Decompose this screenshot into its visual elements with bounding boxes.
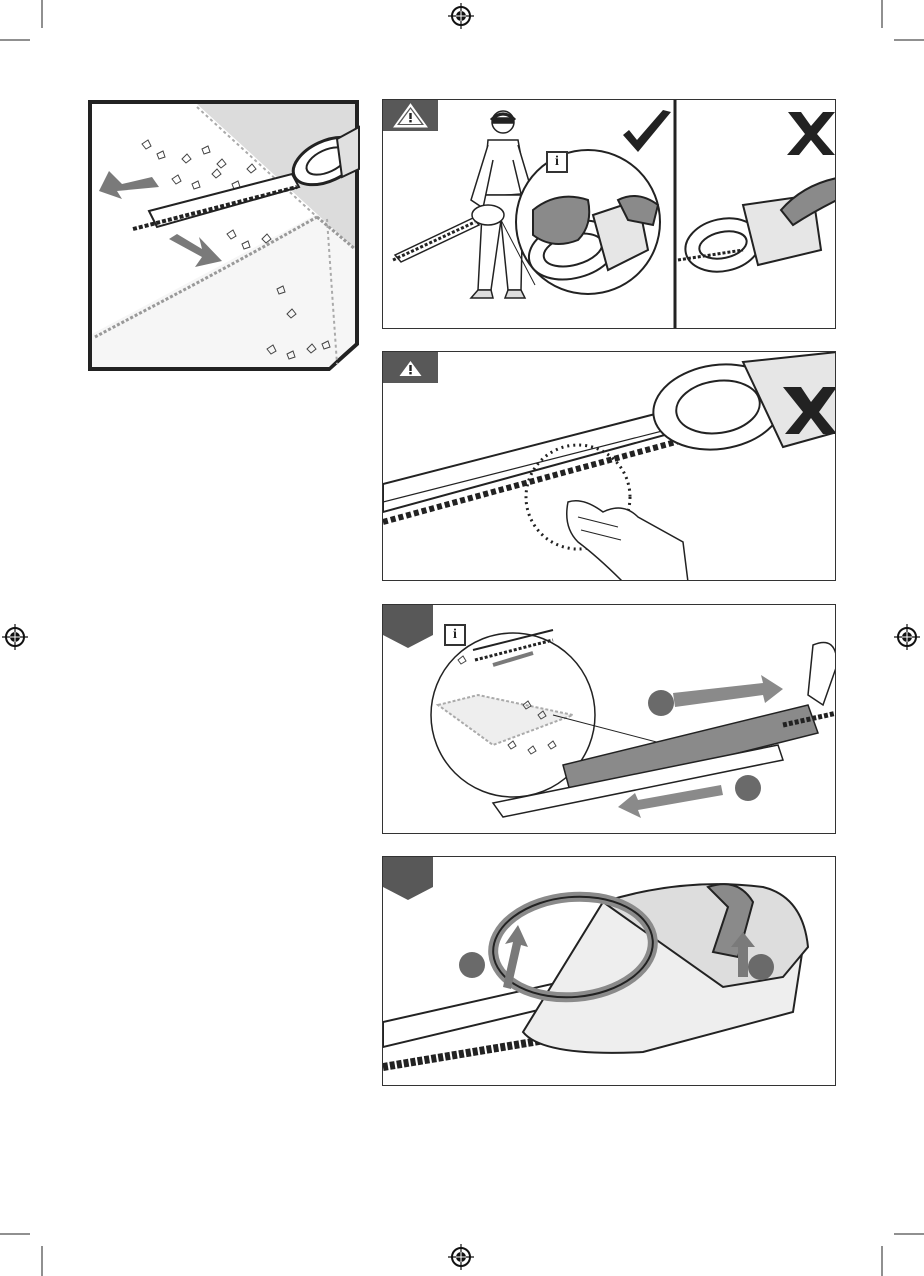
registration-mark-bottom-icon (448, 1244, 474, 1270)
x-mark-icon (787, 112, 835, 155)
info-icon: i (444, 624, 466, 646)
step-marker-2 (748, 954, 774, 980)
info-icon: i (546, 151, 568, 173)
step-marker-2 (735, 775, 761, 801)
hedge-trimming-figure (87, 99, 360, 372)
check-mark-icon (623, 110, 671, 152)
grip-warning-panel: i (382, 99, 836, 329)
step-marker-1 (648, 690, 674, 716)
handle-guard-panel (382, 856, 836, 1086)
registration-mark-right-icon (894, 624, 920, 650)
registration-mark-top-icon (448, 3, 474, 29)
blade-hazard-panel (382, 351, 836, 581)
registration-mark-left-icon (2, 624, 28, 650)
cutting-motion-panel: i (382, 604, 836, 834)
step-marker-1 (459, 952, 485, 978)
